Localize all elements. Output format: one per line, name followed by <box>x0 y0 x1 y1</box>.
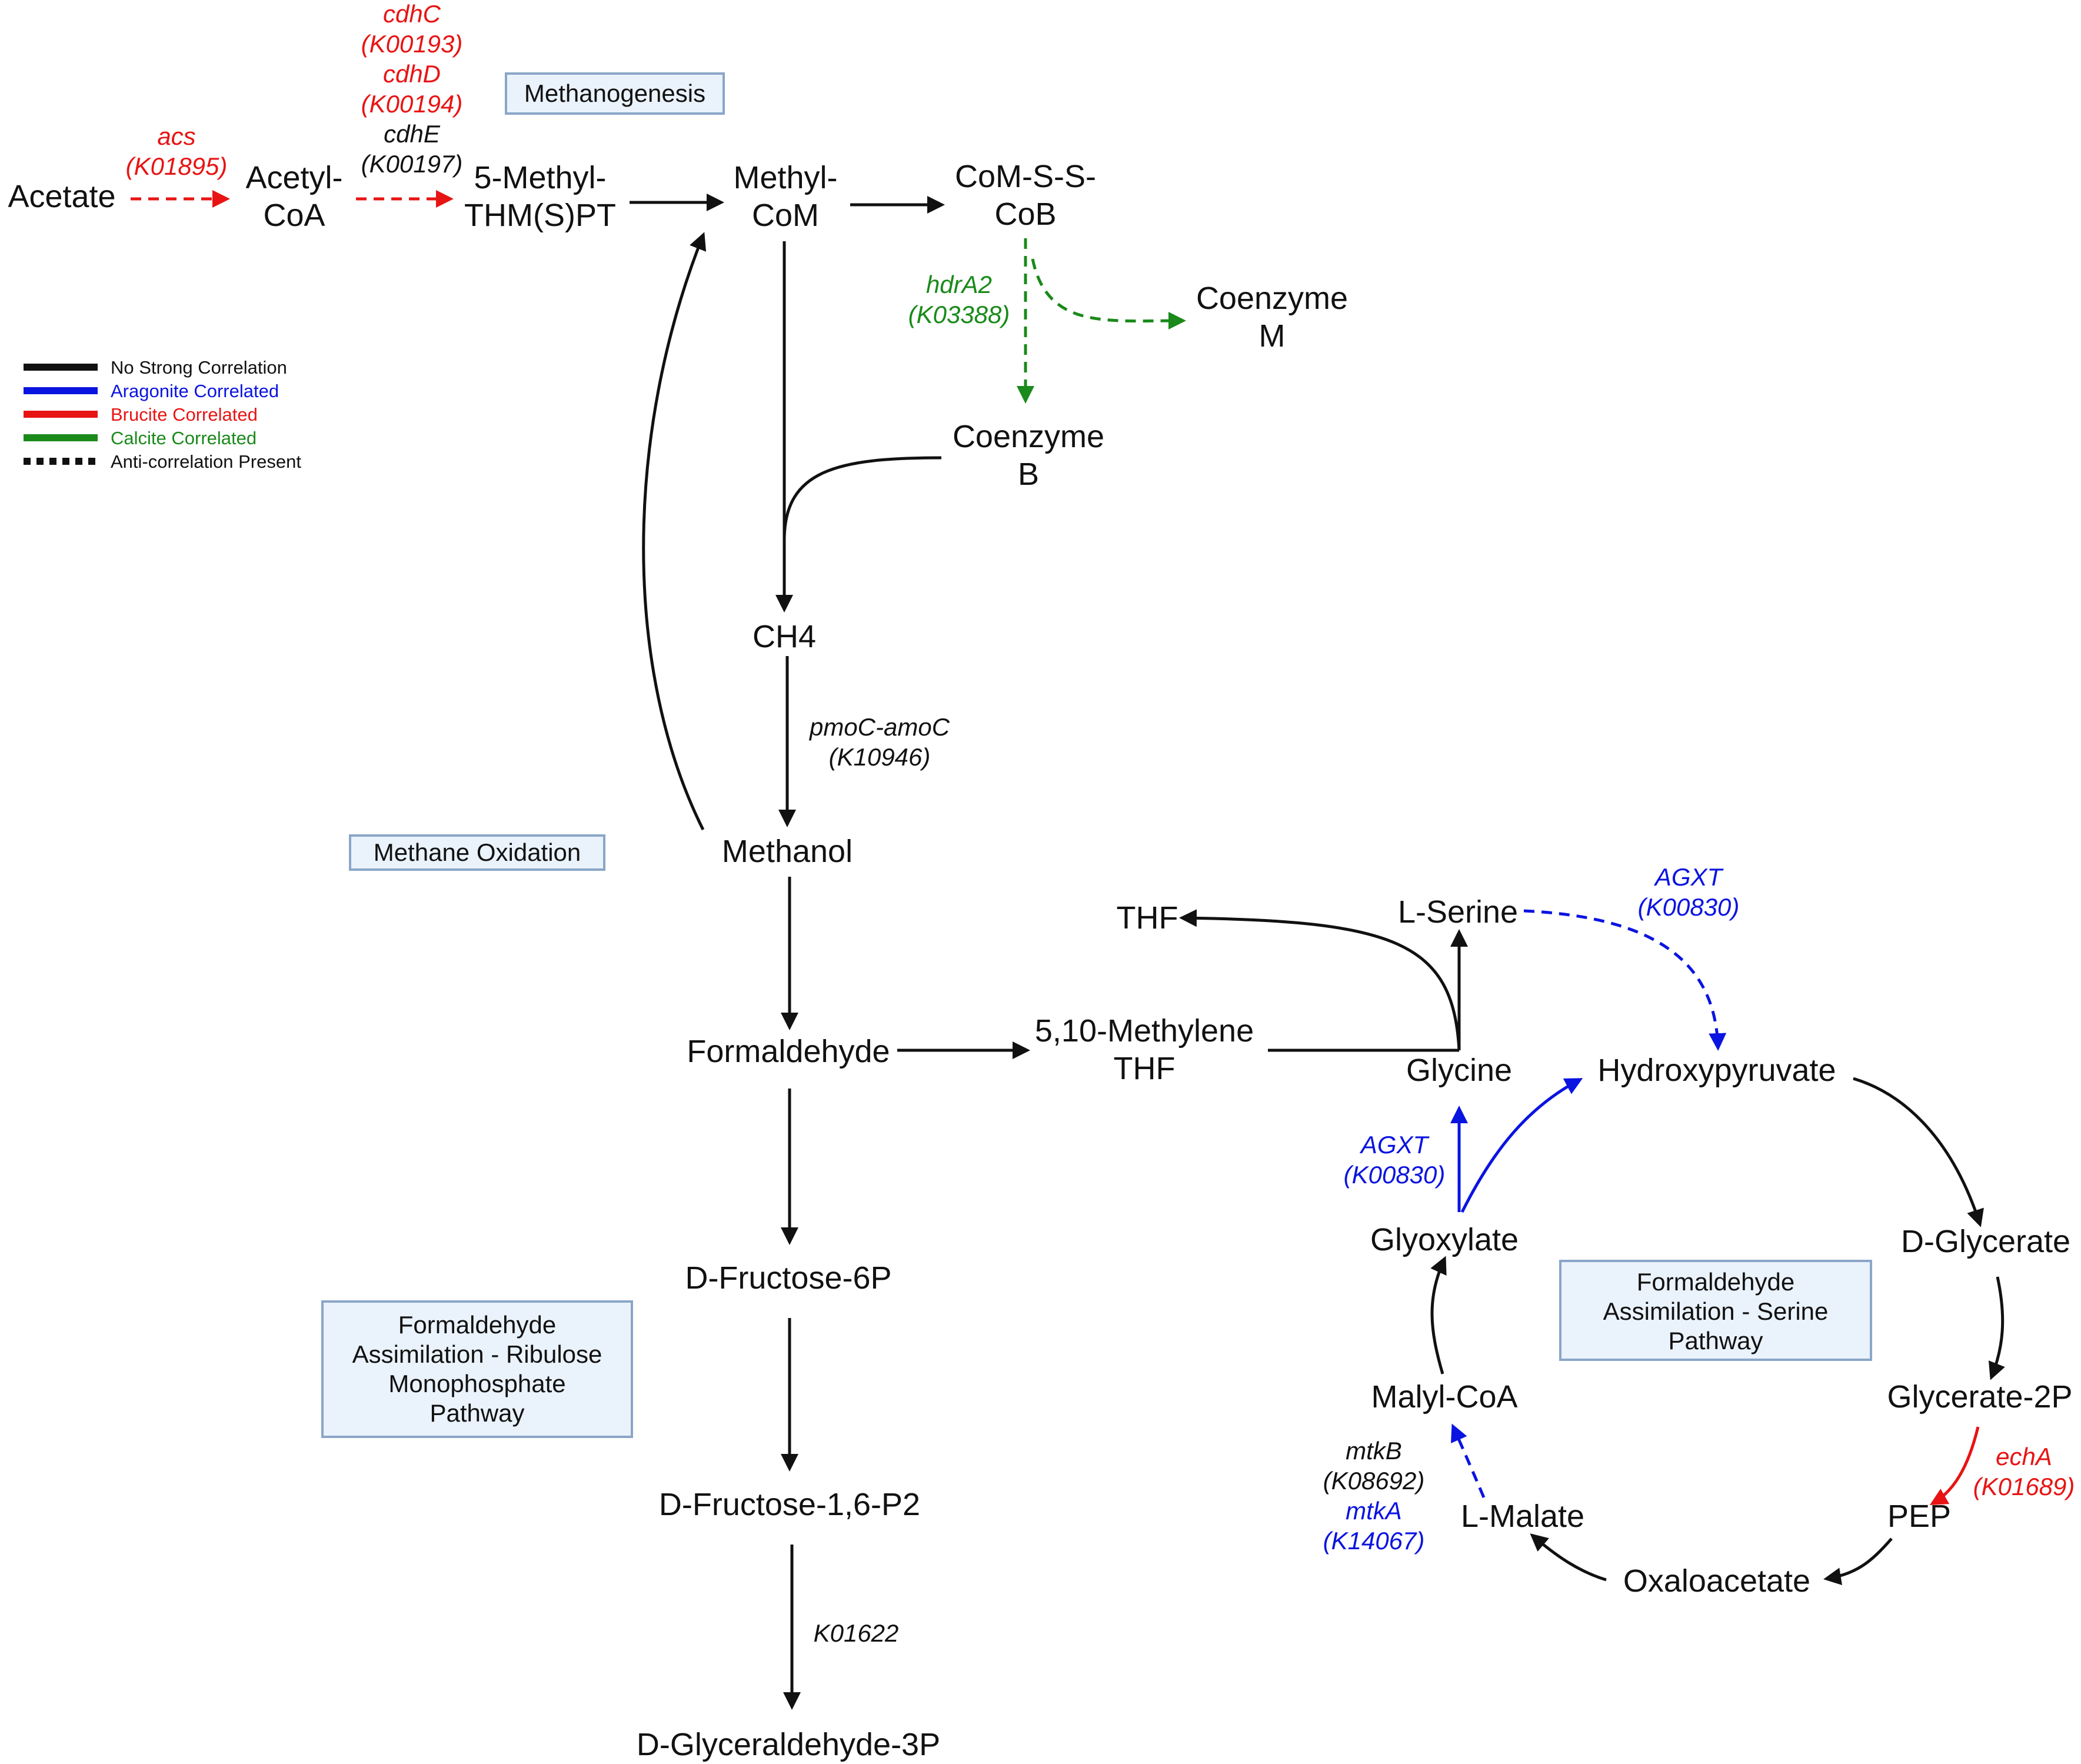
enzyme-agxt-left: AGXT(K00830) <box>1344 1131 1446 1189</box>
edge-oxaloacetate-to-lmalate <box>1530 1533 1607 1582</box>
node-methanol: Methanol <box>722 834 853 869</box>
pathway-box-methane-oxidation: Methane Oxidation <box>349 834 605 871</box>
edge-comsscob-to-coenzymem <box>1031 258 1186 330</box>
pathway-label-methanogenesis: Methanogenesis <box>524 79 705 107</box>
node-formaldehyde: Formaldehyde <box>687 1034 890 1069</box>
node-malyl-coa: Malyl-CoA <box>1371 1379 1517 1414</box>
node-hydroxypyruvate: Hydroxypyruvate <box>1597 1053 1836 1088</box>
pathway-box-methanogenesis: Methanogenesis <box>505 72 725 115</box>
enzyme-mtk: mtkB(K08692)mtkA(K14067) <box>1323 1437 1425 1555</box>
node-com-s-s-cob: CoM-S-S-CoB <box>955 159 1096 232</box>
edge-lserine-to-hydroxypyruvate <box>1523 909 1727 1051</box>
node-d-fructose-16p2: D-Fructose-1,6-P2 <box>659 1487 920 1522</box>
node-d-glyceraldehyde-3p: D-Glyceraldehyde-3P <box>637 1727 940 1762</box>
node-methyl-com: Methyl-CoM <box>733 160 837 233</box>
node-thf: THF <box>1117 900 1178 936</box>
edge-lmalate-to-malylcoa <box>1451 1423 1486 1498</box>
legend-label: No Strong Correlation <box>111 357 287 378</box>
node-glycerate-2p: Glycerate-2P <box>1887 1379 2072 1414</box>
enzyme-agxt-top: AGXT(K00830) <box>1638 863 1740 921</box>
metabolite-nodes: Acetate Acetyl-CoA 5-Methyl-THM(S)PT Methyl… <box>8 159 2072 1762</box>
legend-label: Anti-correlation Present <box>111 451 301 472</box>
node-ch4: CH4 <box>753 619 816 654</box>
node-d-fructose-6p: D-Fructose-6P <box>685 1260 891 1296</box>
node-l-malate: L-Malate <box>1461 1499 1584 1534</box>
edge-glycerate2p-to-pep <box>1929 1426 1980 1505</box>
node-oxaloacetate: Oxaloacetate <box>1623 1563 1810 1599</box>
edge-coenzymeb-to-ch4 <box>783 456 942 539</box>
node-glycine: Glycine <box>1406 1053 1512 1088</box>
legend-label: Brucite Correlated <box>111 404 258 425</box>
enzyme-hdra2: hdrA2(K03388) <box>908 271 1010 328</box>
enzyme-echa: echA(K01689) <box>1973 1443 2075 1500</box>
edge-hydroxypyruvate-to-dglycerate <box>1853 1077 1984 1227</box>
enzyme-labels: acs(K01895) cdhC(K00193)cdhD(K00194)cdhE(… <box>126 0 2075 1647</box>
node-pep: PEP <box>1887 1499 1951 1534</box>
node-l-serine: L-Serine <box>1398 894 1518 930</box>
edge-glycine-to-thf <box>1179 909 1461 1051</box>
edge-methanol-to-methylcom <box>642 232 707 831</box>
node-acetate: Acetate <box>8 179 115 214</box>
enzyme-cdh: cdhC(K00193)cdhD(K00194)cdhE(K00197) <box>361 0 463 178</box>
node-methyl-thmspt: 5-Methyl-THM(S)PT <box>464 160 616 233</box>
legend-label: Aragonite Correlated <box>111 381 279 401</box>
node-glyoxylate: Glyoxylate <box>1370 1222 1519 1257</box>
edge-dglycerate-to-glycerate2p <box>1988 1276 2005 1380</box>
edge-malylcoa-to-glyoxylate <box>1430 1256 1447 1374</box>
node-acetyl-coa: Acetyl-CoA <box>245 160 342 233</box>
pathway-label-methane-oxidation: Methane Oxidation <box>374 838 581 866</box>
enzyme-acs: acs(K01895) <box>126 122 228 180</box>
enzyme-pmoc: pmoC-amoC(K10946) <box>808 713 950 771</box>
edge-pep-to-oxaloacetate <box>1823 1537 1893 1586</box>
enzyme-k01622: K01622 <box>814 1619 899 1647</box>
legend-label: Calcite Correlated <box>111 428 257 448</box>
edge-glyoxylate-to-hydroxypyruvate <box>1460 1078 1583 1213</box>
node-d-glycerate: D-Glycerate <box>1901 1224 2070 1259</box>
